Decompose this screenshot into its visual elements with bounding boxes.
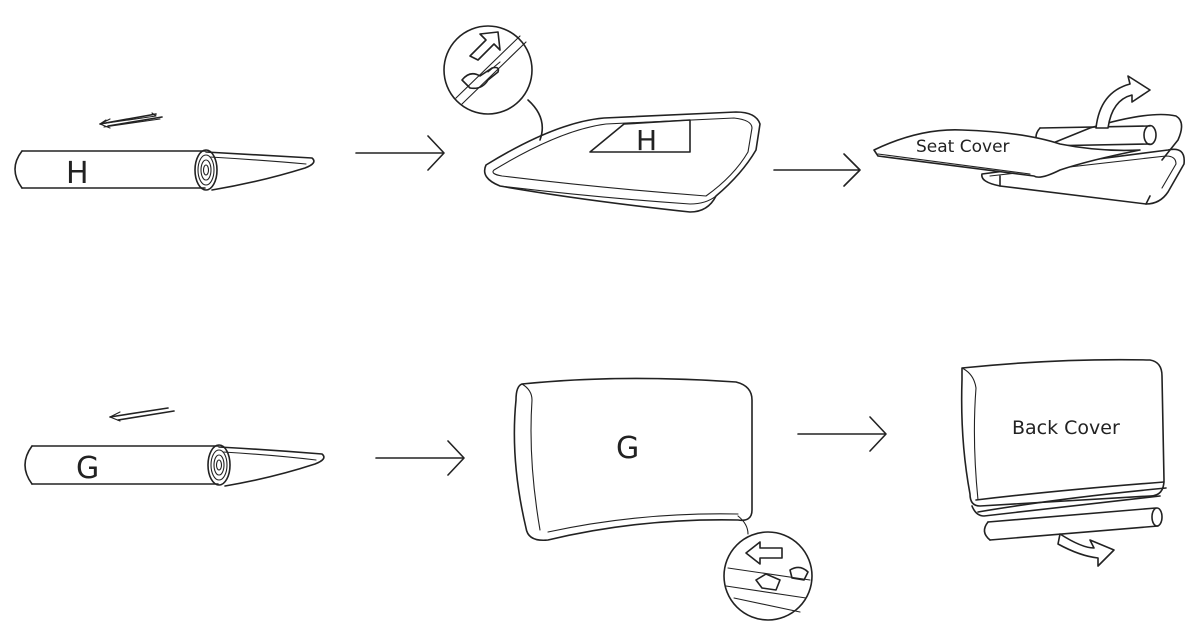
zipper-detail-icon bbox=[443, 25, 544, 141]
zipper-detail-icon bbox=[723, 515, 813, 621]
curved-arrow-icon bbox=[1095, 75, 1151, 129]
process-arrow-icon bbox=[797, 416, 887, 452]
process-arrow-icon bbox=[355, 135, 445, 171]
rolled-cover-g: G bbox=[24, 407, 325, 487]
process-arrow-icon bbox=[375, 440, 465, 476]
seat-cover-label: Seat Cover bbox=[916, 137, 1010, 157]
back-cover-applied: Back Cover bbox=[960, 358, 1167, 567]
seat-cover-applied: Seat Cover bbox=[873, 75, 1185, 205]
roll-letter-h: H bbox=[66, 156, 89, 191]
back-cushion-g: G bbox=[513, 377, 813, 621]
direction-arrow-icon bbox=[109, 407, 175, 422]
roll-letter-g: G bbox=[76, 451, 99, 486]
direction-arrow-icon bbox=[99, 112, 163, 129]
cushion-letter-h: H bbox=[636, 124, 657, 157]
back-cover-label: Back Cover bbox=[1012, 417, 1120, 439]
cushion-letter-g: G bbox=[616, 431, 639, 466]
curved-arrow-icon bbox=[1057, 533, 1115, 567]
seat-cushion-h: H bbox=[443, 25, 761, 213]
process-arrow-icon bbox=[773, 153, 861, 187]
rolled-cover-h: H bbox=[14, 112, 315, 191]
